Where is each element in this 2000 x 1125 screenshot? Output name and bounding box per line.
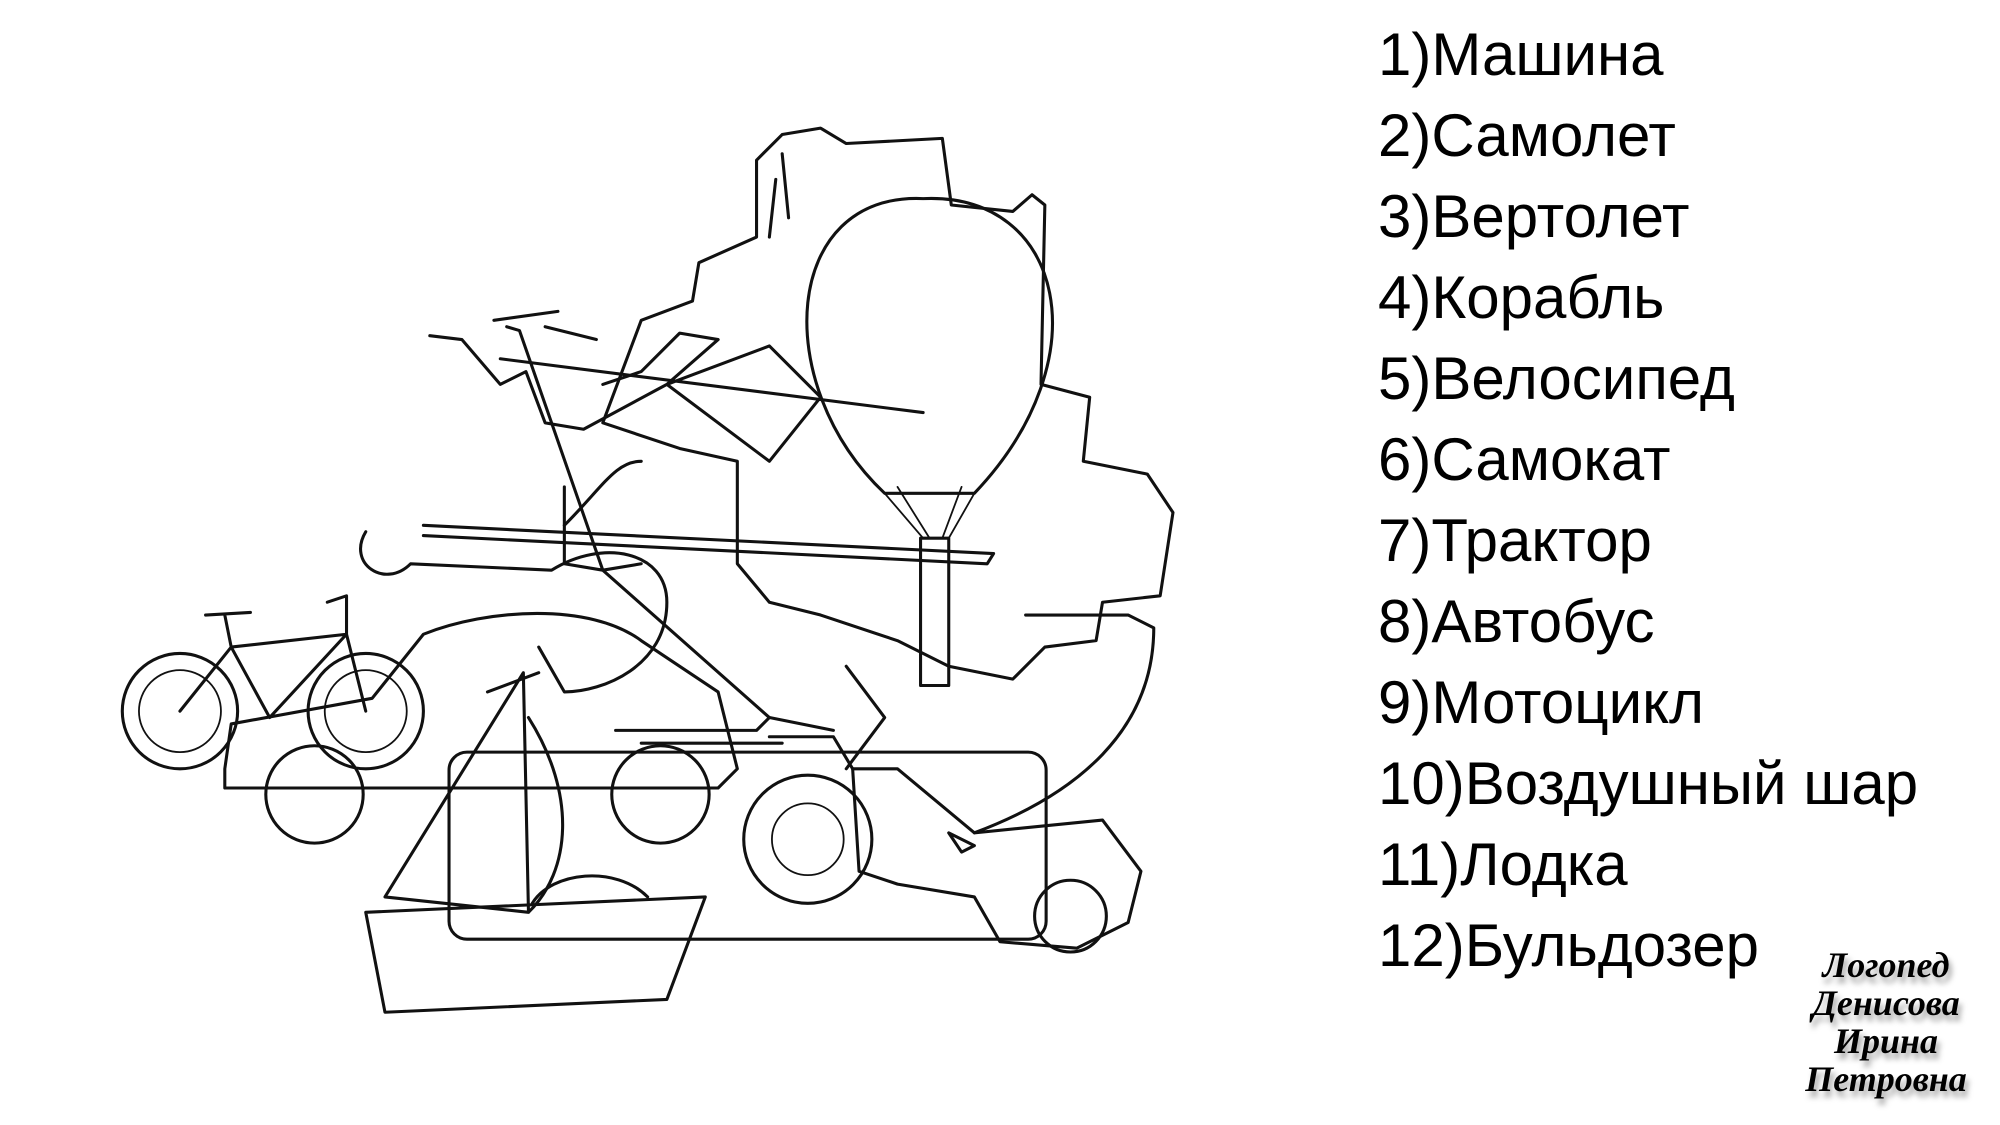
list-item: 8)Автобус [1378, 588, 1655, 655]
bicycle [120, 594, 425, 771]
sailboat-sail [383, 671, 565, 914]
list-item: 1)Машина [1378, 21, 1664, 88]
list-item: 11)Лодка [1378, 831, 1628, 898]
tractor-window [767, 152, 791, 239]
bulldozer-outline [851, 767, 1143, 950]
list-item: 4)Корабль [1378, 264, 1665, 331]
car-body [223, 611, 739, 790]
list-item: 7)Трактор [1378, 507, 1652, 574]
scooter-outline [492, 309, 835, 732]
bulldozer-wheel [1033, 878, 1108, 954]
bulldozer-arm [972, 613, 1156, 835]
bus-outline [447, 750, 1048, 941]
balloon-basket [919, 536, 951, 688]
airplane-outline [428, 331, 925, 463]
list-item: 2)Самолет [1378, 102, 1676, 169]
list-item: 12)Бульдозер [1378, 912, 1760, 979]
helicopter-skids [614, 716, 784, 745]
motorcycle-frame [767, 664, 887, 771]
balloon-envelope [805, 197, 1054, 495]
list-item: 10)Воздушный шар [1378, 750, 1919, 817]
helicopter-body [359, 459, 669, 694]
tractor-outline [601, 126, 1175, 681]
boat-hull [364, 895, 707, 1014]
signature-line: Ирина [1833, 1021, 1938, 1061]
list-item: 3)Вертолет [1378, 183, 1690, 250]
signature-line: Логопед [1822, 945, 1950, 985]
balloon-ropes [883, 486, 976, 540]
car-wheel-front [264, 744, 365, 845]
list-item: 6)Самокат [1378, 426, 1671, 493]
car-wheel-rear [610, 744, 711, 845]
motorcycle-hub [771, 802, 845, 877]
list-item: 5)Велосипед [1378, 345, 1735, 412]
signature-line: Денисова [1812, 983, 1960, 1023]
signature-line: Петровна [1805, 1059, 1967, 1099]
author-signature: Логопед Денисова Ирина Петровна [1786, 946, 1986, 1098]
motorcycle-wheel [742, 773, 874, 905]
list-item: 9)Мотоцикл [1378, 669, 1705, 736]
helicopter-rotor [421, 523, 996, 566]
vehicle-list: 1)Машина 2)Самолет 3)Вертолет 4)Корабль … [1378, 14, 1918, 986]
boat-cabin [530, 874, 650, 905]
